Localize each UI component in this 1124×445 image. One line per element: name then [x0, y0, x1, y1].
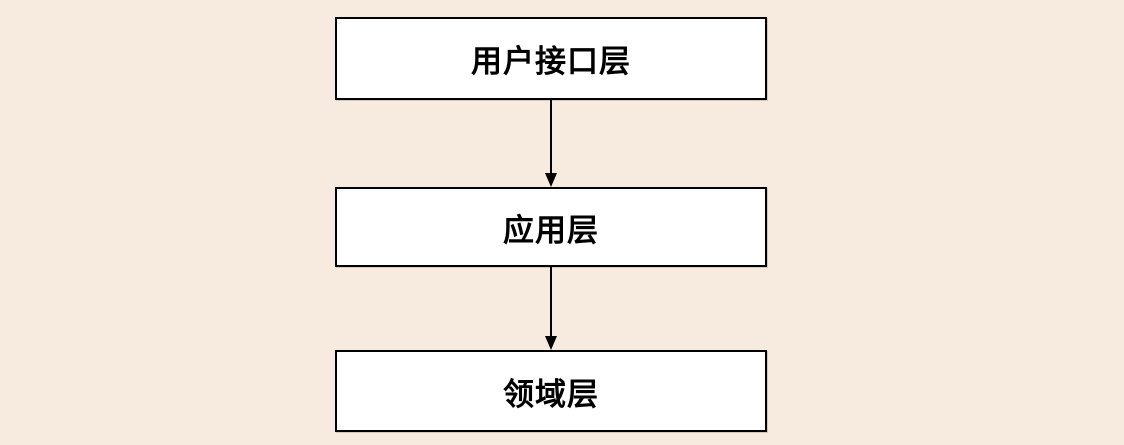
arrow-down-icon — [545, 336, 557, 350]
node-domain-layer: 领域层 — [335, 350, 767, 432]
node-user-interface-layer: 用户接口层 — [335, 17, 767, 100]
node-domain-layer-label: 领域层 — [503, 376, 599, 412]
arrow-application-to-domain — [545, 267, 557, 350]
node-application-layer-label: 应用层 — [503, 212, 599, 248]
arrow-ui-to-application — [545, 100, 557, 187]
node-application-layer: 应用层 — [335, 187, 767, 267]
arrow-down-icon — [545, 173, 557, 187]
node-user-interface-layer-label: 用户接口层 — [471, 44, 631, 79]
